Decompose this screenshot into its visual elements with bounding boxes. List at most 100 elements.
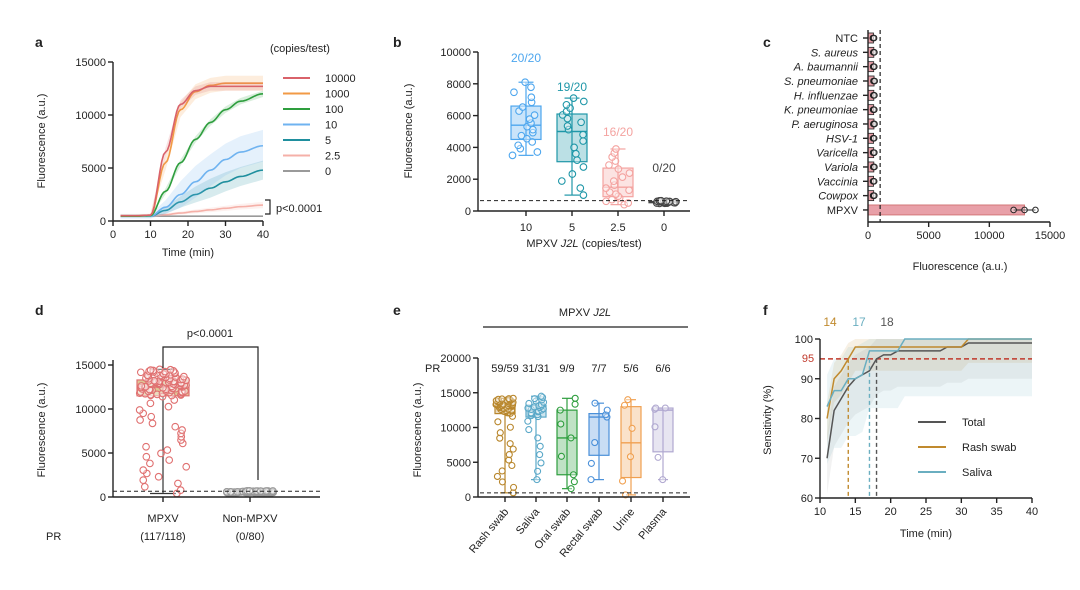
data-point [573,156,581,164]
data-point [571,394,579,402]
data-point [142,442,150,451]
category-label: S. aureus [811,47,859,59]
x-tick-label: 0 [661,222,667,234]
x-tick-label: Plasma [637,506,670,542]
data-point [625,169,634,177]
y-axis-label: Sensitivity (%) [762,385,774,455]
data-point [493,472,501,480]
data-point [614,165,623,173]
x-tick-label: 20 [182,229,194,241]
data-point [531,395,539,403]
data-point [509,394,517,402]
data-point [570,478,578,486]
data-point [620,401,629,409]
x-tick-label: 40 [1026,506,1038,518]
data-point [579,97,588,106]
data-point [556,406,564,414]
pr-row-label: PR [46,531,61,543]
data-point [587,459,595,467]
pr-value: 59/59 [491,363,519,375]
data-point [603,406,611,414]
data-point [579,163,588,171]
x-tick-label: Rash swab [467,506,511,555]
panel-title-part: J2L [592,307,611,319]
pr-value: 6/6 [655,363,670,375]
x-tick-label: 10 [814,506,826,518]
data-point [624,396,632,404]
data-point [652,404,660,412]
category-label: Varicella [816,148,858,160]
pr-value: 31/31 [522,363,550,375]
data-point [136,416,144,424]
data-point [227,487,235,496]
data-point [587,476,595,484]
category-label: Vaccinia [817,176,858,188]
x-tick-label: MPXV [147,513,179,525]
category-label: NTC [835,33,858,45]
x-tick-label: 5000 [916,230,940,242]
y-tick-label: 10000 [440,47,471,59]
data-point [579,137,587,145]
data-point [624,199,633,207]
y-axis-label: Fluorescence (a.u.) [403,84,415,179]
y-tick-label: 15000 [75,57,106,69]
y-tick-label: 100 [795,334,813,346]
significance-bracket [265,199,271,215]
x-tick-label: 30 [955,506,967,518]
data-point [591,439,599,447]
data-point [661,404,669,412]
confidence-band-Saliva [827,339,1032,464]
legend-label: 10 [325,120,337,132]
error-band-10 [120,129,263,219]
y-tick-label: 8000 [447,79,471,91]
x-axis-label-part: J2L [560,238,579,250]
detection-ratio: 0/20 [652,161,676,175]
data-point [505,451,513,459]
y-axis-label: Fluorescence (a.u.) [412,383,424,478]
data-point [536,442,544,450]
data-point [533,476,541,484]
data-point [609,177,618,185]
legend-label: Saliva [962,467,993,479]
pr-value: (0/80) [236,531,265,543]
x-tick-label: 0 [865,230,871,242]
data-point [569,94,578,102]
data-point [525,115,534,123]
data-point [576,184,585,192]
data-point [651,423,659,431]
y-tick-label: 0 [100,216,106,228]
data-point [567,434,575,442]
y-tick-label: 5000 [82,448,106,460]
panel-label-d: d [35,302,44,318]
y-tick-label: 4000 [447,142,471,154]
x-tick-label: 25 [920,506,932,518]
data-point [579,130,587,139]
data-point [610,149,619,157]
data-point [164,402,173,411]
data-point [524,417,532,425]
data-point [508,151,517,160]
legend-label: 2.5 [325,151,340,163]
data-point [628,424,636,432]
pr-value: 7/7 [591,363,606,375]
data-point [137,382,146,390]
x-tick-label: 35 [991,506,1003,518]
x-tick-label: 5 [569,222,575,234]
y-tick-label: 15000 [75,360,106,372]
x-tick-label: 30 [219,229,231,241]
data-point [147,412,156,421]
panel-title-part: MPXV [559,307,591,319]
data-point [155,365,164,374]
data-point [537,392,545,400]
data-point [521,78,529,87]
data-point [659,476,667,484]
data-point [171,422,180,431]
data-point [608,195,616,204]
data-point [871,149,878,156]
data-point [527,83,535,92]
y-tick-label: 0 [465,492,471,504]
y-tick-label: 10000 [75,404,106,416]
x-tick-label: Urine [611,506,637,534]
legend-label: 1000 [325,89,349,101]
data-point [146,366,155,374]
